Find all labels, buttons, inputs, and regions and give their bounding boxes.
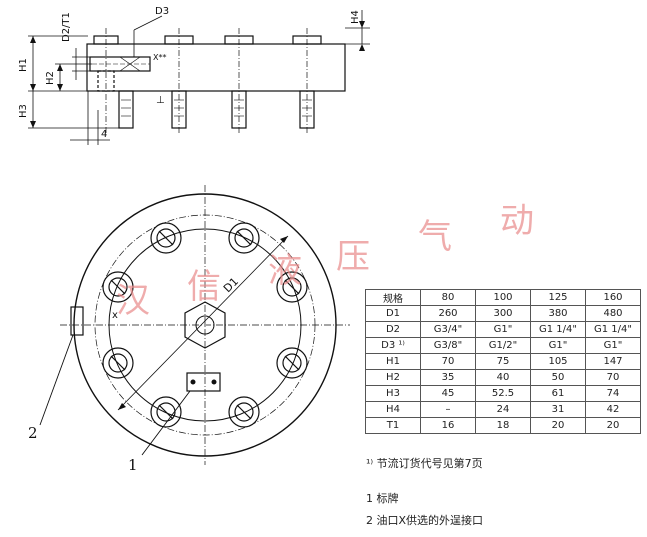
bolt-pattern [102, 222, 308, 428]
spec-cell: 31 [530, 401, 586, 418]
dim-4-label: 4 [101, 129, 107, 140]
spec-cell: – [420, 401, 476, 418]
spec-cell: 380 [530, 305, 586, 322]
callout-1: 1 [128, 456, 138, 474]
spec-cell: 125 [530, 289, 586, 306]
spec-row-label: D2 [365, 321, 421, 338]
nameplate [186, 372, 221, 392]
spec-cell: 45 [420, 385, 476, 402]
note-item-1: 1 标牌 [366, 492, 399, 505]
note-item-2: 2 油口X供选的外逞接口 [366, 514, 484, 527]
dim-d2t1-label: D2/T1 [61, 12, 72, 42]
spec-cell: 40 [475, 369, 531, 386]
ground-symbol: ⊥ [156, 95, 165, 106]
spec-row-label: H2 [365, 369, 421, 386]
bolt-hole [102, 347, 134, 379]
svg-text:气: 气 [418, 217, 452, 257]
bolt-hole [276, 271, 308, 303]
dim-h2-label: H2 [45, 71, 56, 85]
spec-cell: 300 [475, 305, 531, 322]
dim-d3-label: D3 [155, 6, 169, 17]
dim-d1-label: D1 [221, 275, 241, 295]
footnote: ¹⁾ 节流订货代号见第7页 [366, 457, 483, 470]
port-passage [97, 70, 115, 92]
spec-cell: G1" [530, 337, 586, 354]
spec-cell: 105 [530, 353, 586, 370]
callout-2: 2 [28, 424, 38, 442]
spec-cell: 75 [475, 353, 531, 370]
dim-h4-label: H4 [350, 10, 361, 24]
stud-bottom [299, 90, 315, 129]
valve-body-section [86, 43, 346, 92]
spec-cell: 16 [420, 417, 476, 434]
bolt-hole [102, 271, 134, 303]
port-x-label: X** [153, 53, 166, 62]
spec-cell: 20 [530, 417, 586, 434]
spec-cell: 480 [585, 305, 641, 322]
bolt-hole [228, 396, 260, 428]
dim-h1-label: H1 [18, 58, 29, 72]
spec-cell: G3/8" [420, 337, 476, 354]
spec-cell: 147 [585, 353, 641, 370]
bolt-hole [228, 222, 260, 254]
spec-cell: 35 [420, 369, 476, 386]
spec-cell: 100 [475, 289, 531, 306]
spec-cell: 42 [585, 401, 641, 418]
bolt-hole [276, 347, 308, 379]
spec-cell: 20 [585, 417, 641, 434]
spec-cell: 52.5 [475, 385, 531, 402]
plan-view [39, 185, 350, 465]
spec-row-label: T1 [365, 417, 421, 434]
svg-text:压: 压 [336, 237, 370, 277]
svg-text:汉: 汉 [116, 281, 150, 321]
side-port [70, 306, 84, 336]
spec-cell: 18 [475, 417, 531, 434]
spec-cell: G1/2" [475, 337, 531, 354]
stud-bottom [171, 90, 187, 129]
spec-cell: 70 [420, 353, 476, 370]
spec-cell: G1" [585, 337, 641, 354]
spec-cell: 24 [475, 401, 531, 418]
spec-cell: 50 [530, 369, 586, 386]
dim-h3-label: H3 [18, 104, 29, 118]
svg-text:液: 液 [268, 251, 302, 291]
spec-cell: G1" [475, 321, 531, 338]
svg-text:动: 动 [500, 201, 534, 241]
section-view [28, 10, 370, 145]
spec-cell: G1 1/4" [585, 321, 641, 338]
bolt-hole [150, 222, 182, 254]
spec-row-label: D1 [365, 305, 421, 322]
spec-row-label: 规格 [365, 289, 421, 306]
stud-bottom [231, 90, 247, 129]
plan-port-x-label: x [112, 310, 118, 321]
spec-row-label: H1 [365, 353, 421, 370]
spec-row: D3 ¹⁾G3/8"G1/2"G1"G1" [365, 337, 641, 354]
spec-cell: G3/4" [420, 321, 476, 338]
spec-cell: 70 [585, 369, 641, 386]
spec-row-label: H4 [365, 401, 421, 418]
center-hex [184, 301, 226, 349]
stud-bottom [118, 90, 134, 129]
spec-cell: G1 1/4" [530, 321, 586, 338]
spec-cell: 74 [585, 385, 641, 402]
spec-row-label: H3 [365, 385, 421, 402]
spec-cell: 80 [420, 289, 476, 306]
spec-cell: 160 [585, 289, 641, 306]
spec-cell: 61 [530, 385, 586, 402]
spec-cell: 260 [420, 305, 476, 322]
svg-text:信: 信 [187, 267, 221, 307]
spec-row-label: D3 ¹⁾ [365, 337, 421, 354]
watermark: 汉 信 液 压 气 动 [116, 201, 534, 321]
